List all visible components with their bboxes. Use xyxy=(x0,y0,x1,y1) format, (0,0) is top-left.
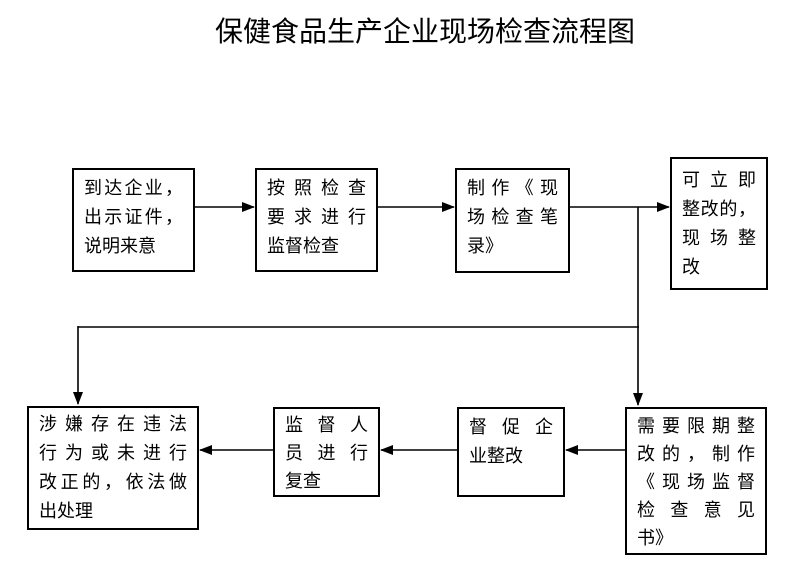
box-text-line: 整改的， xyxy=(682,199,756,219)
box-text-line: 员进行 xyxy=(285,443,368,463)
box-text-line: 出示证件， xyxy=(84,207,183,227)
box-text-line: 改的，制作 xyxy=(637,444,755,464)
box-arrive-enterprise: 到达企业， 出示证件， 说明来意 xyxy=(72,168,195,272)
box-text-line: 改 xyxy=(682,257,700,277)
box-text-line: 说明来意 xyxy=(84,236,156,256)
box-text-line: 场检查笔 xyxy=(467,207,558,227)
box-text-line: 制作《现 xyxy=(467,178,558,198)
box-text-line: 改正的，依法做 xyxy=(39,472,187,492)
box-supervision-inspection: 按照检查要求进行监督检查 xyxy=(255,168,378,272)
box-text-line: 出处理 xyxy=(39,501,93,521)
box-urge-rectification: 督促企业整改 xyxy=(457,407,565,497)
box-text-line: 到达企业， xyxy=(84,178,183,198)
box-immediate-rectification: 可立即整改的， 现场整改 xyxy=(670,157,768,290)
box-text-line: 督促企 xyxy=(469,417,553,437)
box-text-line: 业整改 xyxy=(469,446,523,466)
box-text-line: 《现场监督 xyxy=(637,472,755,492)
box-text-line: 录》 xyxy=(467,236,503,256)
box-text-line: 需要限期整 xyxy=(637,416,755,436)
page-title: 保健食品生产企业现场检查流程图 xyxy=(214,17,635,48)
box-text-line: 监督检查 xyxy=(267,236,339,256)
box-deadline-rectification-opinion: 需要限期整改的，制作《现场监督检查意见书》 xyxy=(625,407,767,555)
box-text-line: 现场整 xyxy=(682,228,756,248)
box-text-line: 复查 xyxy=(285,471,321,491)
box-supervisor-recheck: 监督人员进行复查 xyxy=(273,407,380,497)
box-text-line: 书》 xyxy=(637,528,673,548)
box-inspection-record: 制作《现场检查笔录》 xyxy=(455,168,570,273)
box-legal-punishment: 涉嫌存在违法行为或未进行改正的，依法做出处理 xyxy=(27,406,199,530)
box-text-line: 涉嫌存在违法 xyxy=(39,414,187,434)
box-text-line: 按照检查 xyxy=(267,178,366,198)
box-text-line: 行为或未进行 xyxy=(39,443,187,463)
box-text-line: 可立即 xyxy=(682,170,756,190)
box-text-line: 监督人 xyxy=(285,415,368,435)
box-text-line: 要求进行 xyxy=(267,207,366,227)
box-text-line: 检查意见 xyxy=(637,500,755,520)
